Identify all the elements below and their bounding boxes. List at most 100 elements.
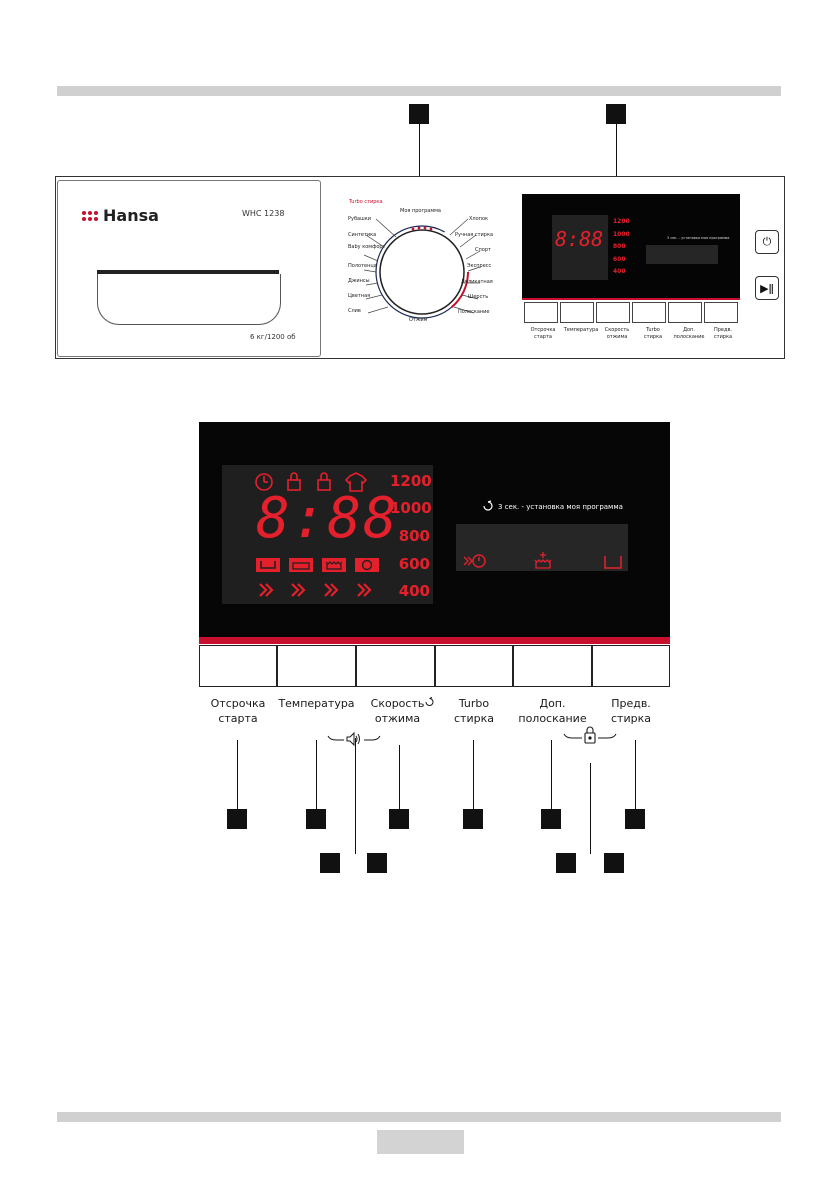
mini-caption: Температура [563,327,599,333]
callout-marker [227,809,247,829]
header-rule [57,86,781,96]
mini-speed: 600 [613,255,626,263]
spin-speed-1200: 1200 [390,472,432,490]
callout-marker [463,809,483,829]
extra-rinse-icon [534,552,552,569]
mini-option-hint: 3 сек. - установка моя программа [667,236,730,240]
page-number-box [377,1130,464,1154]
mini-display: 8:88 1200 1000 800 600 400 3 сек. - уста… [522,194,740,298]
spin-stage-icon [355,558,379,572]
logo-dots-icon [82,210,98,221]
callout-leader [355,738,356,854]
dial-right-program[interactable]: Спорт [475,247,491,253]
callout-leader [473,740,474,810]
mini-button[interactable] [668,302,702,323]
detergent-drawer[interactable]: Hansa WHC 1238 6 кг/1200 об [57,180,321,357]
callout-leader [419,124,420,224]
dial-left-program[interactable]: Рубашки [348,216,371,222]
time-digits: 8:88 [256,486,399,551]
dial-right-program[interactable]: Ручная стирка [455,232,494,238]
dial-left-program[interactable]: Цветная [348,293,371,299]
caption-extra-rinse: Доп.полоскание [518,697,587,725]
callout-leader [237,740,238,810]
dial-left-program[interactable]: Полотенца [348,263,377,269]
prewash-stage-icon [256,558,280,572]
progress-chevron-icon [324,583,339,597]
dial-left-program[interactable]: Синтетика [348,232,377,238]
start-pause-button[interactable]: ▶ǁ [755,276,779,300]
mini-button-row [522,298,740,325]
mini-button[interactable] [560,302,594,323]
speaker-combo-bracket [327,731,381,747]
mini-button[interactable] [632,302,666,323]
callout-marker [625,809,645,829]
mini-digits: 8:88 [555,227,604,251]
program-dial-graphic [363,218,481,319]
dial-left-program[interactable]: Джинсы [348,278,370,284]
progress-chevron-icon [259,583,274,597]
dial-right-program[interactable]: Шерсть [468,294,489,300]
dial-left-program[interactable]: Слив [348,308,361,314]
prewash-button[interactable] [592,645,670,687]
drawer-handle-top [97,270,279,274]
spin-speed-800: 800 [398,527,430,545]
callout-leader [399,745,400,810]
mini-speed: 1200 [613,218,630,225]
stage-icons [256,558,379,597]
delay-start-button[interactable] [199,645,277,687]
dial-right-program[interactable]: Экспресс [467,263,492,269]
callout-marker [389,809,409,829]
dial-right-program[interactable]: Деликатная [461,279,493,285]
callout-marker [604,853,624,873]
mini-led-area: 8:88 [552,215,608,280]
option-indicators [456,524,628,571]
callout-marker [306,809,326,829]
temperature-button[interactable] [277,645,356,687]
mini-speed: 1000 [613,230,630,238]
extra-rinse-button[interactable] [513,645,592,687]
callout-leader [590,763,591,854]
callout-leader [316,740,317,810]
progress-chevron-icon [291,583,306,597]
dial-right-program[interactable]: Полоскание [458,309,490,315]
delay-timer-icon [255,473,273,491]
my-program-icon [425,697,434,706]
capacity-label: 6 кг/1200 об [250,333,296,341]
callout-marker [606,104,626,124]
turbo-wash-button[interactable] [435,645,513,687]
dial-turbo-label: Turbo стирка [349,199,383,205]
dial-bottom-program[interactable]: Отжим [409,317,428,323]
child-lock-icon [584,726,596,744]
callout-leader [616,124,617,194]
spin-speed-1000: 1000 [390,499,432,517]
child-lock-status-icon [317,479,331,491]
dial-left-program[interactable]: Baby комфорт [348,244,386,250]
spin-speed-600: 600 [398,555,430,573]
delay-start-icon [463,554,486,568]
caption-prewash: Предв.стирка [611,697,651,725]
rinse-stage-icon [322,558,346,572]
power-button[interactable]: ⏻ [755,230,779,254]
drawer-handle[interactable] [97,274,281,325]
dial-top-program[interactable]: Моя программа [400,208,441,214]
door-lock-icon [287,479,301,491]
callout-marker [541,809,561,829]
my-program-hint: 3 сек. - установка моя программа [498,503,623,511]
mini-button[interactable] [704,302,738,323]
footer-rule [57,1112,781,1122]
mini-button[interactable] [596,302,630,323]
mini-caption: Предв.стирка [713,327,733,340]
mini-speed: 400 [613,268,626,275]
dial-right-program[interactable]: Хлопок [469,216,489,222]
speaker-icon [346,731,360,747]
mini-speed-list: 1200 1000 800 600 400 [613,216,630,279]
mini-button[interactable] [524,302,558,323]
play-pause-icon: ▶ǁ [760,281,774,295]
spin-speed-button[interactable] [356,645,435,687]
callout-marker [409,104,429,124]
prewash-icon [604,556,622,569]
